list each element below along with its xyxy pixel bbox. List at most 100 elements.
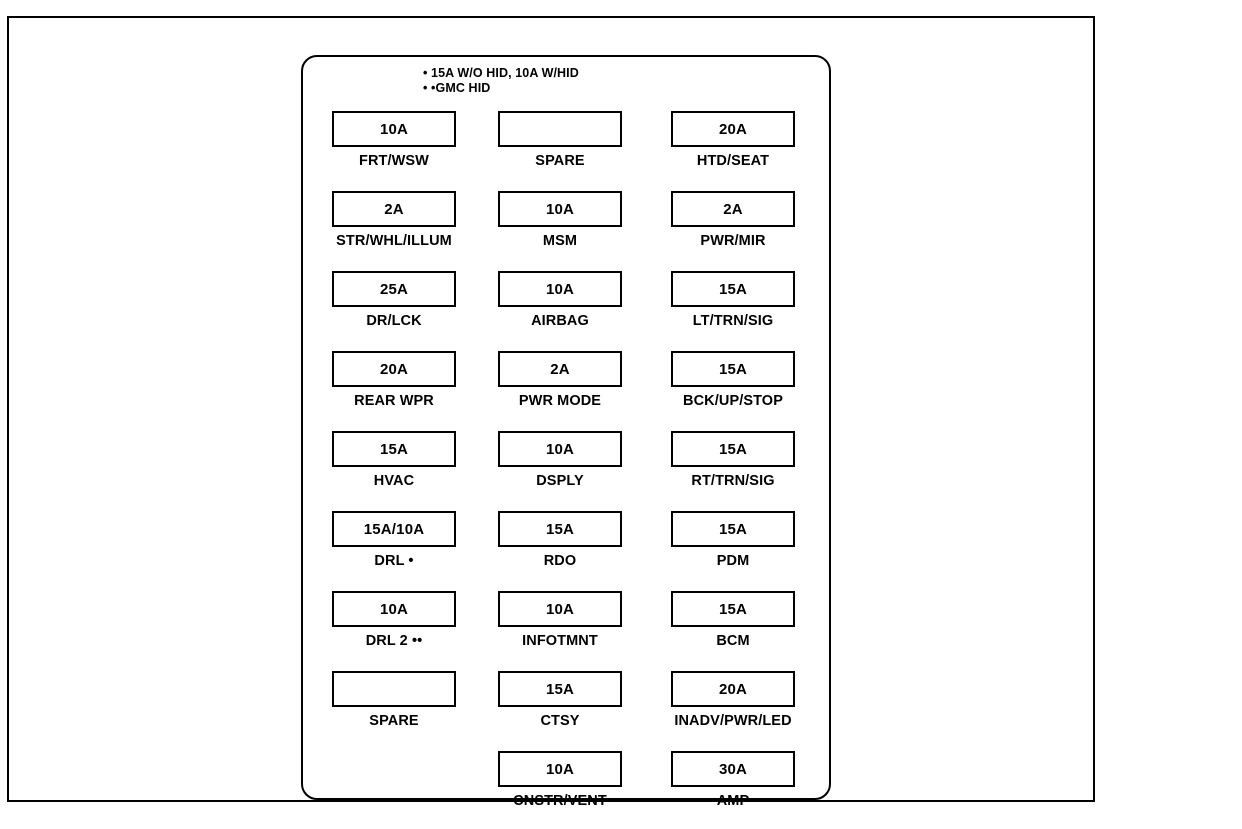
fuse-rating: 15A [718,520,748,538]
fuse-slot[interactable]: 15A [671,511,795,547]
fuse-cell: 15A CTSY [498,671,622,729]
fuse-label: PDM [716,553,750,569]
fuse-slot[interactable]: 15A [332,431,456,467]
fuse-slot[interactable]: 15A [498,671,622,707]
legend-notes: • 15A W/O HID, 10A W/HID • •GMC HID [423,66,823,96]
fuse-rating: 15A [718,600,748,618]
fuse-cell: 15A/10A DRL • [332,511,456,569]
fuse-rating: 10A [545,280,575,298]
fuse-cell: 15A HVAC [332,431,456,489]
fuse-slot[interactable]: 30A [671,751,795,787]
fuse-slot[interactable]: 2A [498,351,622,387]
fuse-rating: 15A [718,280,748,298]
fuse-cell: 2A PWR MODE [498,351,622,409]
fuse-label: MSM [542,233,578,249]
fuse-label: DR/LCK [366,313,422,329]
legend-note-single-dot: • 15A W/O HID, 10A W/HID [423,66,579,80]
legend-note-double-dot: • •GMC HID [423,81,491,95]
fuse-slot[interactable]: 10A [498,751,622,787]
fuse-cell: 10A MSM [498,191,622,249]
fuse-rating: 2A [723,200,743,218]
fuse-rating: 10A [545,760,575,778]
fuse-label: PWR/MIR [700,233,766,249]
fuse-slot[interactable]: 2A [671,191,795,227]
fuse-rating: 15A [545,520,575,538]
fuse-label: CTSY [540,713,580,729]
fuse-slot[interactable]: 15A [671,271,795,307]
fuse-slot[interactable]: 20A [671,111,795,147]
fuse-slot[interactable]: 15A [671,351,795,387]
fuse-label: PWR MODE [518,393,602,409]
fuse-label: CNSTR/VENT [513,793,607,809]
fuse-rating: 15A [718,440,748,458]
fuse-label: DRL • [374,553,414,569]
fuse-label: SPARE [369,713,419,729]
fuse-slot[interactable]: 25A [332,271,456,307]
fuse-cell: 10A FRT/WSW [332,111,456,169]
fuse-label: AMP [716,793,750,809]
fuse-rating: 10A [545,600,575,618]
fuse-rating: 30A [718,760,748,778]
fuse-rating: 10A [379,600,409,618]
fuse-slot[interactable]: 15A/10A [332,511,456,547]
fuse-cell: 15A BCK/UP/STOP [671,351,795,409]
fuse-slot[interactable]: 10A [332,111,456,147]
fuse-cell: 2A STR/WHL/ILLUM [332,191,456,249]
fuse-slot[interactable]: 20A [332,351,456,387]
fuse-label: INADV/PWR/LED [674,713,792,729]
fuse-label: DSPLY [536,473,584,489]
fuse-slot[interactable]: 10A [498,191,622,227]
fuse-cell: 10A DRL 2 •• [332,591,456,649]
fuse-label: LT/TRN/SIG [692,313,774,329]
fuse-label: BCK/UP/STOP [683,393,783,409]
fuse-cell: 15A LT/TRN/SIG [671,271,795,329]
fuse-cell: 2A PWR/MIR [671,191,795,249]
fuse-label: BCM [716,633,750,649]
fuse-label: HVAC [373,473,415,489]
fuse-cell: 20A HTD/SEAT [671,111,795,169]
fuse-slot[interactable] [498,111,622,147]
fuse-cell: 15A PDM [671,511,795,569]
fuse-cell: 10A INFOTMNT [498,591,622,649]
fuse-label: SPARE [535,153,585,169]
fuse-slot[interactable]: 20A [671,671,795,707]
fuse-slot[interactable]: 15A [671,431,795,467]
fuse-cell: 15A BCM [671,591,795,649]
fuse-slot[interactable] [332,671,456,707]
fuse-rating: 15A [718,360,748,378]
outer-border-frame: • 15A W/O HID, 10A W/HID • •GMC HID 10A F… [7,16,1095,809]
fuse-rating: 20A [718,680,748,698]
fuse-label: STR/WHL/ILLUM [336,233,452,249]
fuse-label: FRT/WSW [359,153,429,169]
fuse-cell: 30A AMP [671,751,795,809]
fuse-slot[interactable]: 10A [498,271,622,307]
fuse-rating: 25A [379,280,409,298]
fuse-label: RDO [543,553,577,569]
fuse-slot[interactable]: 10A [498,591,622,627]
fuse-cell: 10A CNSTR/VENT [498,751,622,809]
fuse-label: INFOTMNT [522,633,598,649]
fuse-rating: 20A [718,120,748,138]
fuse-grid: 10A FRT/WSW 2A STR/WHL/ILLUM 25A DR/LCK 20A REA… [303,57,829,809]
fuse-label: REAR WPR [354,393,434,409]
fuse-cell: 20A REAR WPR [332,351,456,409]
fuse-cell: 10A DSPLY [498,431,622,489]
fuse-rating: 20A [379,360,409,378]
fuse-rating: 10A [379,120,409,138]
fuse-rating: 10A [545,200,575,218]
fuse-slot[interactable]: 15A [671,591,795,627]
fuse-cell: SPARE [498,111,622,169]
fuse-slot[interactable]: 15A [498,511,622,547]
fuse-cell: 25A DR/LCK [332,271,456,329]
fuse-label: HTD/SEAT [696,153,770,169]
fuse-rating: 15A [379,440,409,458]
fuse-block-panel: • 15A W/O HID, 10A W/HID • •GMC HID 10A F… [301,55,831,809]
fuse-slot[interactable]: 10A [498,431,622,467]
fuse-rating: 15A [545,680,575,698]
fuse-slot[interactable]: 2A [332,191,456,227]
fuse-label: DRL 2 •• [365,633,423,649]
fuse-slot[interactable]: 10A [332,591,456,627]
fuse-rating: 15A/10A [363,520,425,538]
